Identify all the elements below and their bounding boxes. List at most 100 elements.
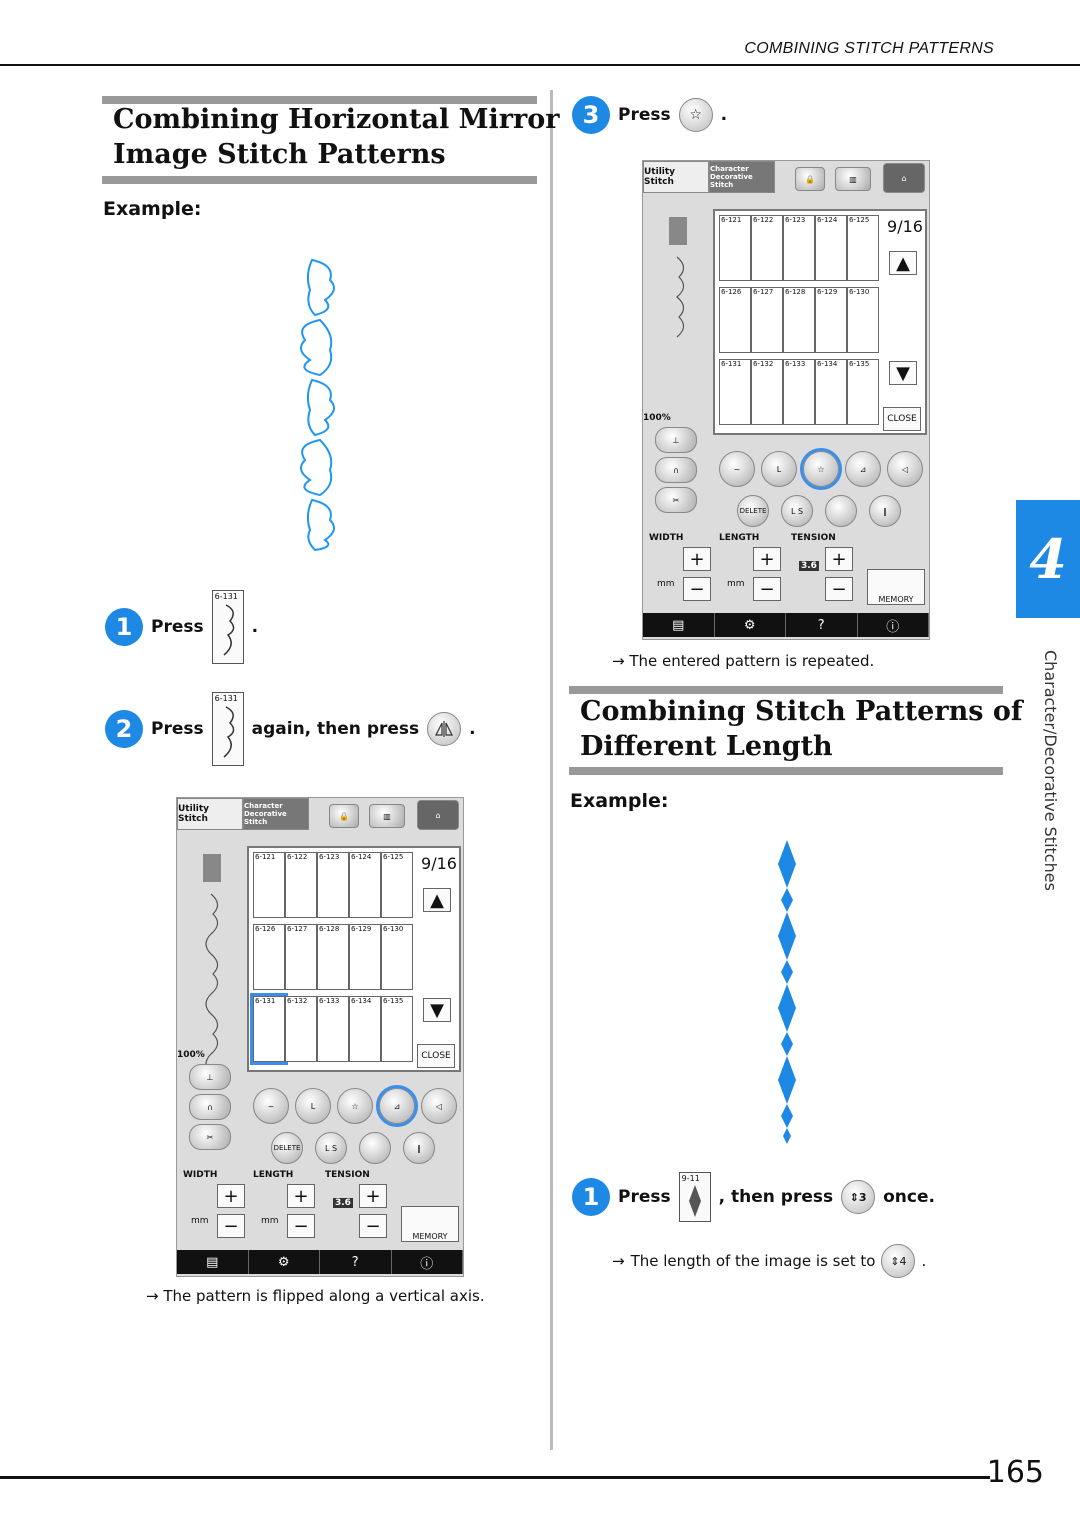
stitch-cell-6-121[interactable]: 6-121 — [253, 852, 285, 918]
stitch-cell-6-125[interactable]: 6-125 — [847, 215, 879, 281]
stitch-key-6-131[interactable]: 6-131 — [211, 692, 244, 766]
horizontal-mirror-button[interactable]: ⊿ — [845, 451, 881, 487]
elongation-level: 3 — [858, 1190, 867, 1204]
stitch-cell-6-133[interactable]: 6-133 — [783, 359, 815, 425]
memory-button[interactable]: MEMORY — [867, 569, 925, 605]
width-plus-button[interactable]: + — [683, 547, 711, 571]
stitch-cell-6-124[interactable]: 6-124 — [349, 852, 381, 918]
help-icon[interactable]: ? — [786, 613, 858, 637]
stitch-cell-6-122[interactable]: 6-122 — [751, 215, 783, 281]
stitch-cell-6-121[interactable]: 6-121 — [719, 215, 751, 281]
width-minus-button[interactable]: − — [217, 1214, 245, 1238]
machine-icon[interactable]: ⚙ — [715, 613, 786, 637]
info-icon[interactable]: ⓘ — [858, 613, 929, 637]
memory-button[interactable]: MEMORY — [401, 1206, 459, 1242]
info-icon[interactable]: ⓘ — [392, 1250, 463, 1274]
tension-plus-button[interactable]: + — [359, 1184, 387, 1208]
stitch-cell-6-130[interactable]: 6-130 — [381, 924, 413, 990]
length-minus-button[interactable]: − — [753, 577, 781, 601]
stitch-cell-6-129[interactable]: 6-129 — [815, 287, 847, 353]
stitch-cell-6-127[interactable]: 6-127 — [285, 924, 317, 990]
horizontal-mirror-button[interactable] — [427, 712, 462, 746]
book-button[interactable]: ▥ — [369, 804, 405, 828]
stitch-cell-6-135[interactable]: 6-135 — [847, 359, 879, 425]
length-plus-button[interactable]: + — [753, 547, 781, 571]
repeat-button[interactable]: ☆ — [678, 98, 713, 132]
stitch-cell-6-124[interactable]: 6-124 — [815, 215, 847, 281]
vertical-mirror-button[interactable]: ◁ — [887, 451, 923, 487]
preview-icon — [669, 217, 687, 338]
presser-foot-button[interactable]: ⊥ — [655, 427, 697, 453]
close-button[interactable]: CLOSE — [417, 1044, 455, 1068]
pattern-button-1[interactable]: ~ — [719, 451, 755, 487]
stitch-cell-6-132[interactable]: 6-132 — [285, 996, 317, 1062]
machine-icon[interactable]: ⚙ — [249, 1250, 320, 1274]
help-icon[interactable]: ? — [320, 1250, 392, 1274]
stitch-cell-6-129[interactable]: 6-129 — [349, 924, 381, 990]
stitch-cell-6-130[interactable]: 6-130 — [847, 287, 879, 353]
stitch-cell-6-131[interactable]: 6-131 — [719, 359, 751, 425]
pattern-button-2[interactable]: L — [761, 451, 797, 487]
delete-button[interactable]: DELETE — [737, 495, 769, 527]
presser-foot-button[interactable]: ⊥ — [189, 1064, 231, 1090]
stitch-cell-6-128[interactable]: 6-128 — [783, 287, 815, 353]
home-button[interactable]: ⌂ — [883, 163, 925, 193]
thread-button[interactable]: ∩ — [655, 457, 697, 483]
stitch-cell-6-126[interactable]: 6-126 — [719, 287, 751, 353]
ls-button[interactable]: L S — [781, 495, 813, 527]
horizontal-mirror-button[interactable]: ⊿ — [376, 1085, 418, 1127]
stitch-cell-6-127[interactable]: 6-127 — [751, 287, 783, 353]
home-button[interactable]: ⌂ — [417, 800, 459, 830]
tab-utility-stitch[interactable]: Utility Stitch — [643, 161, 709, 193]
stitch-cell-6-131[interactable]: 6-131 — [250, 993, 288, 1065]
ls-button[interactable]: L S — [315, 1132, 347, 1164]
stitch-cell-6-133[interactable]: 6-133 — [317, 996, 349, 1062]
pattern-button-1[interactable]: ~ — [253, 1088, 289, 1124]
stitch-cell-6-135[interactable]: 6-135 — [381, 996, 413, 1062]
scroll-up-button[interactable]: ▲ — [423, 888, 451, 912]
blank-button[interactable] — [825, 495, 857, 527]
stitch-cell-6-132[interactable]: 6-132 — [751, 359, 783, 425]
settings-icon[interactable]: ▤ — [643, 613, 715, 637]
tab-character-decorative[interactable]: Character Decorative Stitch — [709, 161, 775, 193]
delete-button[interactable]: DELETE — [271, 1132, 303, 1164]
stitch-cell-6-134[interactable]: 6-134 — [815, 359, 847, 425]
elongation-button[interactable]: ⇕3 — [841, 1180, 876, 1214]
scissors-button[interactable]: ✂ — [655, 487, 697, 513]
stitch-cell-6-126[interactable]: 6-126 — [253, 924, 285, 990]
scissors-button[interactable]: ✂ — [189, 1124, 231, 1150]
width-minus-button[interactable]: − — [683, 577, 711, 601]
blank-button[interactable] — [359, 1132, 391, 1164]
stitch-cell-6-125[interactable]: 6-125 — [381, 852, 413, 918]
lock-button[interactable]: 🔒 — [795, 167, 825, 191]
lock-button[interactable]: 🔒 — [329, 804, 359, 828]
stitch-cell-6-128[interactable]: 6-128 — [317, 924, 349, 990]
repeat-button[interactable]: ☆ — [337, 1088, 373, 1124]
tab-character-decorative[interactable]: Character Decorative Stitch — [243, 798, 309, 830]
scroll-down-button[interactable]: ▼ — [423, 998, 451, 1022]
stitch-key-6-131[interactable]: 6-131 — [211, 590, 244, 664]
stitch-cell-6-123[interactable]: 6-123 — [317, 852, 349, 918]
settings-icon[interactable]: ▤ — [177, 1250, 249, 1274]
tension-plus-button[interactable]: + — [825, 547, 853, 571]
tension-minus-button[interactable]: − — [825, 577, 853, 601]
length-minus-button[interactable]: − — [287, 1214, 315, 1238]
scroll-up-button[interactable]: ▲ — [889, 251, 917, 275]
stitch-key-9-11[interactable]: 9-11 — [678, 1172, 711, 1222]
needle-button[interactable]: ‖ — [869, 495, 901, 527]
width-plus-button[interactable]: + — [217, 1184, 245, 1208]
stitch-cell-6-134[interactable]: 6-134 — [349, 996, 381, 1062]
scroll-down-button[interactable]: ▼ — [889, 361, 917, 385]
repeat-button[interactable]: ☆ — [800, 448, 842, 490]
vertical-mirror-button[interactable]: ◁ — [421, 1088, 457, 1124]
stitch-cell-6-123[interactable]: 6-123 — [783, 215, 815, 281]
tab-utility-stitch[interactable]: Utility Stitch — [177, 798, 243, 830]
pattern-button-2[interactable]: L — [295, 1088, 331, 1124]
book-button[interactable]: ▥ — [835, 167, 871, 191]
close-button[interactable]: CLOSE — [883, 407, 921, 431]
thread-button[interactable]: ∩ — [189, 1094, 231, 1120]
length-plus-button[interactable]: + — [287, 1184, 315, 1208]
stitch-cell-6-122[interactable]: 6-122 — [285, 852, 317, 918]
tension-minus-button[interactable]: − — [359, 1214, 387, 1238]
needle-button[interactable]: ‖ — [403, 1132, 435, 1164]
